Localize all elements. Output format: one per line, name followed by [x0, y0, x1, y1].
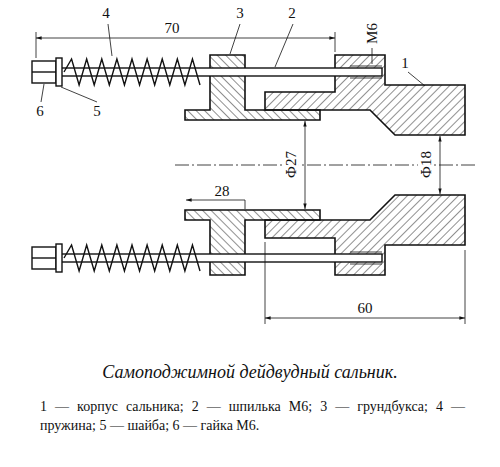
dimension: Ф27	[283, 150, 298, 179]
dimension: 70	[164, 21, 181, 36]
callout-number: 1	[400, 56, 410, 71]
thread-size-text: М6	[364, 22, 380, 45]
callout-number-text: 4	[101, 5, 111, 21]
callout-number-text: 3	[235, 5, 245, 21]
dimension: 28	[214, 184, 231, 199]
dimension-text: 70	[164, 20, 181, 36]
callout-number: 4	[101, 6, 111, 21]
dimension-text: Ф27	[282, 150, 298, 179]
dimension: 60	[357, 301, 374, 316]
dimension-text: 60	[357, 300, 374, 316]
spring-coil	[64, 59, 200, 85]
callout-number: 2	[287, 6, 297, 21]
callout-number: 3	[235, 6, 245, 21]
drawing-title: Самоподжимной дейдвудный сальник.	[0, 362, 500, 383]
dimension-text: Ф18	[417, 150, 433, 179]
callout-number-text: 5	[92, 103, 102, 119]
callout-number-text: 1	[400, 55, 410, 71]
parts-list: 1 — корпус сальника; 2 — шпилька М6; 3 —…	[40, 398, 465, 436]
callout-number-text: 6	[35, 103, 45, 119]
dimension-text: 28	[214, 183, 231, 199]
callout-number: 5	[92, 104, 102, 119]
spring-coil	[64, 245, 200, 271]
dimension: Ф18	[418, 150, 433, 179]
callout-number: 6	[35, 104, 45, 119]
nut-washer	[32, 58, 62, 272]
dimension-lines	[36, 24, 465, 324]
thread-size: М6	[365, 22, 380, 45]
callout-number-text: 2	[287, 5, 297, 21]
